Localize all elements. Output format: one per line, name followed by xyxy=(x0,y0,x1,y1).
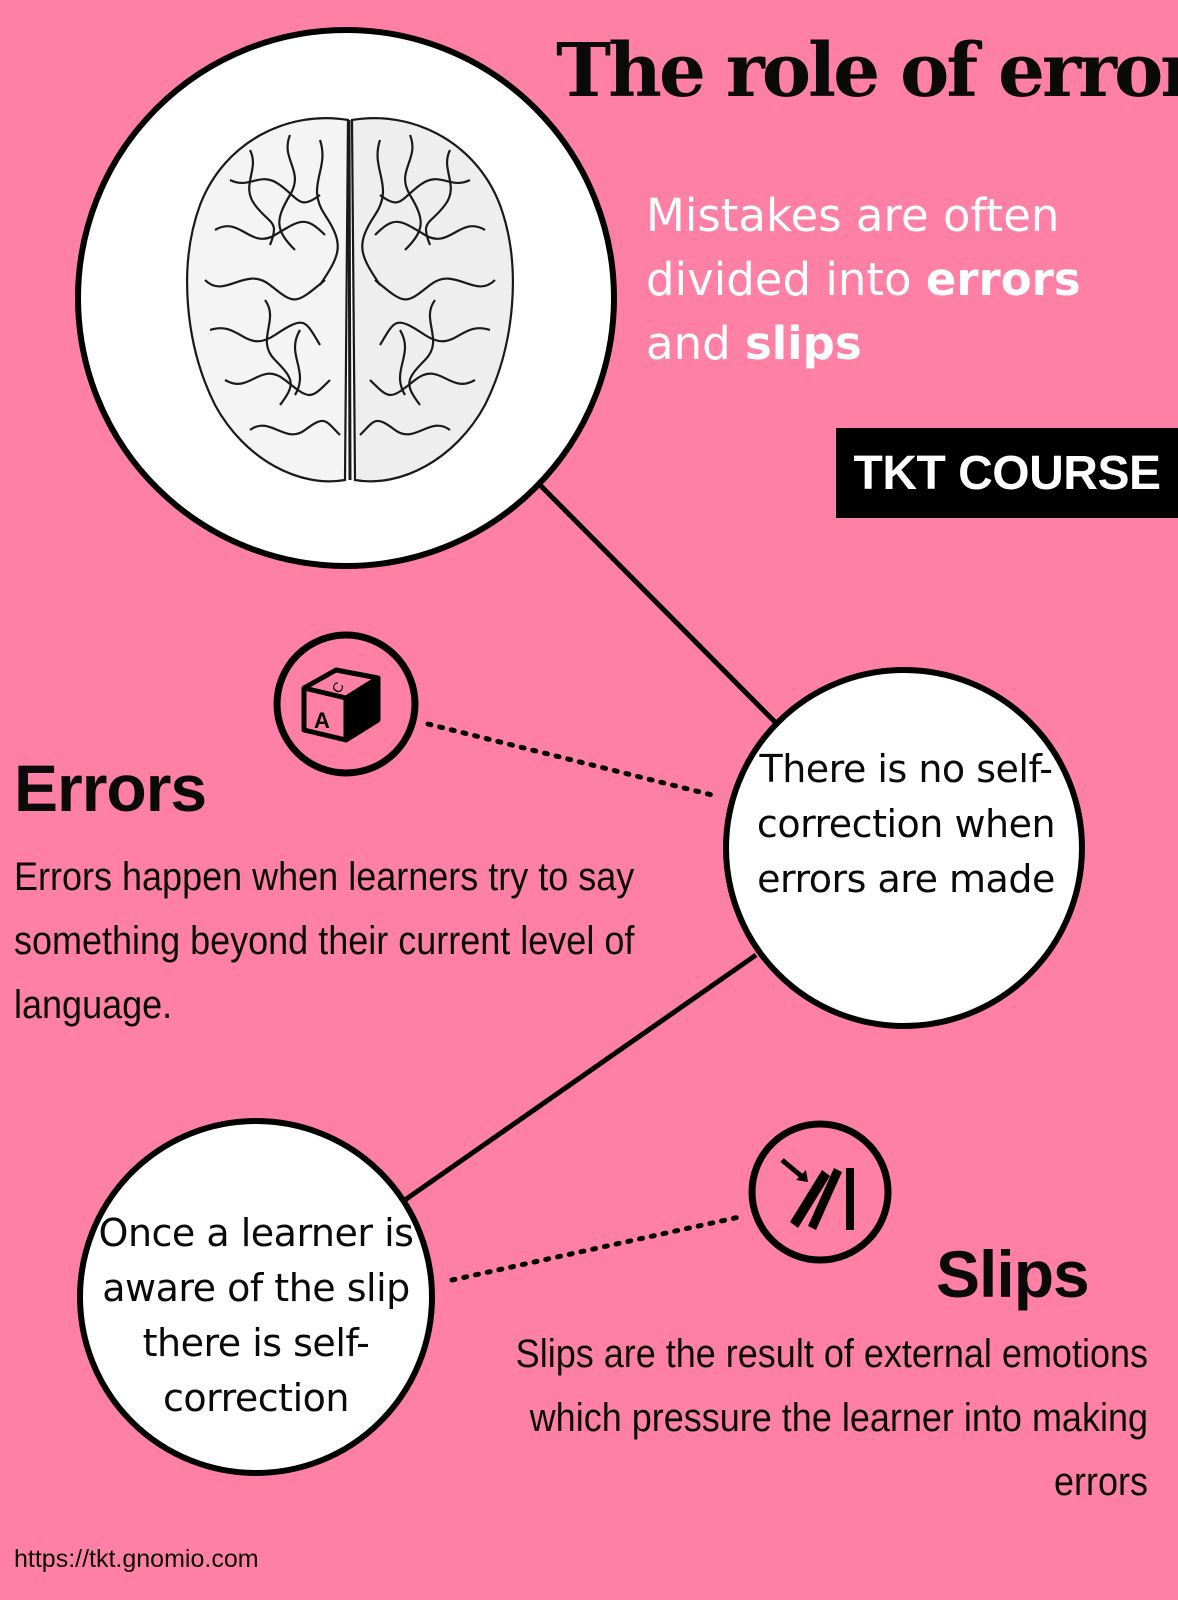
subtitle-text-2: and xyxy=(646,317,745,370)
brain-illustration-icon xyxy=(186,117,514,483)
errors-heading: Errors xyxy=(14,751,207,825)
dotted-line-slips-icon xyxy=(449,1213,747,1283)
course-badge: TKT COURSE xyxy=(836,428,1178,518)
slips-info-circle xyxy=(77,1118,435,1476)
slips-description: Slips are the result of external emotion… xyxy=(515,1332,1148,1504)
errors-circle-text: There is no self-correction when errors … xyxy=(756,747,1056,901)
svg-text:A: A xyxy=(314,708,330,733)
slips-heading: Slips xyxy=(936,1237,1090,1311)
subtitle-text-1: Mistakes are often divided into xyxy=(646,189,1060,306)
falling-dominoes-icon xyxy=(748,1120,892,1264)
subtitle-slips-word: slips xyxy=(744,317,862,370)
abc-block-icon: A C xyxy=(273,631,419,777)
slips-circle-text: Once a learner is aware of the slip ther… xyxy=(98,1211,414,1420)
dotted-line-errors-icon xyxy=(425,721,719,799)
subtitle: Mistakes are often divided into errors a… xyxy=(646,184,1166,376)
errors-description: Errors happen when learners try to say s… xyxy=(14,855,635,1027)
page-title: The role of error xyxy=(556,28,1178,114)
subtitle-errors-word: errors xyxy=(925,253,1081,306)
connector-line-errors-to-slips xyxy=(400,952,758,1205)
errors-info-circle xyxy=(723,667,1085,1029)
connector-line-brain-to-errors xyxy=(538,483,777,724)
brain-image-circle xyxy=(75,27,617,569)
footer-url[interactable]: https://tkt.gnomio.com xyxy=(14,1545,259,1573)
